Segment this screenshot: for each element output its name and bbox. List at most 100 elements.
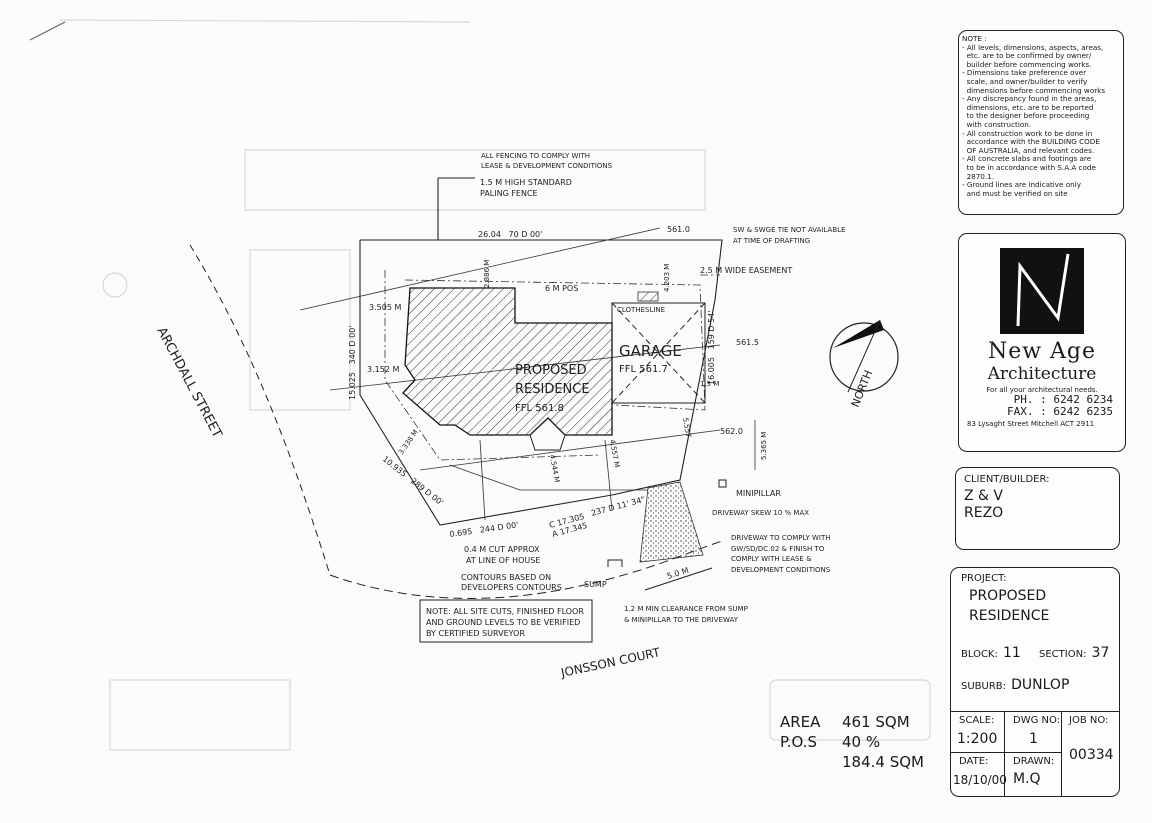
dim-line-5m xyxy=(644,567,713,591)
drawn-value: M.Q xyxy=(1013,771,1041,787)
setback-lines xyxy=(384,270,720,461)
area-label: AREA xyxy=(780,713,821,731)
site-note-box xyxy=(419,599,593,643)
client-name: REZO xyxy=(964,505,1004,521)
clothesline-icon xyxy=(637,291,659,302)
suburb-label: SUBURB: xyxy=(961,681,1007,692)
driveway-note: COMPLY WITH LEASE & xyxy=(731,555,812,563)
driveway-note: DRIVEWAY TO COMPLY WITH xyxy=(731,534,830,542)
dim-5557: 5.557 xyxy=(681,417,692,438)
residence-label: PROPOSED xyxy=(515,363,587,378)
minipillar-label: MINIPILLAR xyxy=(736,489,781,498)
firm-phone: PH. : 6242 6234 xyxy=(1013,393,1113,406)
fence-label: PALING FENCE xyxy=(480,189,538,198)
block-label: BLOCK: xyxy=(961,649,998,660)
date-label: DATE: xyxy=(959,756,989,767)
sump-label: SUMP xyxy=(584,580,607,589)
project-name: RESIDENCE xyxy=(969,608,1050,624)
driveway-note: DEVELOPMENT CONDITIONS xyxy=(731,566,831,574)
contours-note: CONTOURS BASED ON xyxy=(461,573,551,582)
site-boundary xyxy=(359,177,723,526)
client-name: Z & V xyxy=(964,488,1003,504)
dim-3152: 3.152 M xyxy=(367,365,399,374)
driveway-note: GW/SD/DC.02 & FINISH TO xyxy=(731,545,825,553)
dwg-label: DWG NO: xyxy=(1013,715,1061,726)
site-note: AND GROUND LEVELS TO BE VERIFIED xyxy=(426,618,580,627)
date-value: 18/10/00 xyxy=(953,773,1007,787)
n-logo-icon xyxy=(1000,248,1084,334)
sw-bearing: 10.935 289 D 00' xyxy=(381,454,445,507)
note-item: - All levels, dimensions, aspects, areas… xyxy=(962,42,1104,69)
notes-box: NOTE : - All levels, dimensions, aspects… xyxy=(958,30,1124,215)
dim-3338: 3.338 M xyxy=(397,428,420,456)
note-item: - Any discrepancy found in the areas, di… xyxy=(962,94,1097,129)
project-label: PROJECT: xyxy=(961,573,1007,584)
bottom-bearing: 237 D 11' 34" xyxy=(590,495,646,518)
project-name: PROPOSED xyxy=(969,588,1047,604)
dim-1-5: 1.5 M xyxy=(700,380,719,388)
jonsson-court-line xyxy=(329,539,726,599)
job-label: JOB NO: xyxy=(1069,715,1109,726)
section-value: 37 xyxy=(1091,645,1110,661)
note-item: - Ground lines are indicative only and m… xyxy=(962,180,1081,198)
dim-2886: 2.886 M xyxy=(483,260,491,288)
client-box: CLIENT/BUILDER: Z & V REZO xyxy=(955,467,1120,550)
clearance-note: & MINIPILLAR TO THE DRIVEWAY xyxy=(624,616,739,624)
bottom-left-bearing: 0.695 244 D 00' xyxy=(449,520,519,539)
site-note: NOTE: ALL SITE CUTS, FINISHED FLOOR xyxy=(426,607,584,616)
firm-name: Architecture xyxy=(987,364,1097,384)
residence-label: RESIDENCE xyxy=(515,382,590,397)
dim-5365: 5.365 M xyxy=(760,432,768,460)
fencing-note: ALL FENCING TO COMPLY WITH xyxy=(481,152,590,160)
proposed-residence-footprint xyxy=(402,287,613,436)
client-label: CLIENT/BUILDER: xyxy=(964,474,1050,485)
dim-5-0: 5.0 M xyxy=(666,566,690,581)
block-value: 11 xyxy=(1002,645,1021,661)
sw-note: SW & SWGE TIE NOT AVAILABLE xyxy=(733,226,845,234)
pos-sqm: 184.4 SQM xyxy=(842,753,924,771)
dim-4203: 4.203 M xyxy=(663,264,671,292)
fencing-note: LEASE & DEVELOPMENT CONDITIONS xyxy=(481,162,613,170)
faded-background-drawing xyxy=(29,19,931,751)
dwg-value: 1 xyxy=(1029,731,1038,747)
firm-logo-box: New Age Architecture For all your archit… xyxy=(958,233,1126,452)
firm-name: New Age xyxy=(987,339,1097,364)
pos-label: 6 M POS xyxy=(545,284,578,293)
driveway xyxy=(639,481,704,563)
firm-fax: FAX. : 6242 6235 xyxy=(1007,405,1113,418)
archdall-street-line xyxy=(189,244,331,576)
drawn-label: DRAWN: xyxy=(1013,756,1055,767)
note-item: - All concrete slabs and footings are to… xyxy=(962,154,1096,181)
firm-address: 83 Lysaght Street Mitchell ACT 2911 xyxy=(967,420,1095,428)
sump-icon xyxy=(607,559,623,567)
note-item: - Dimensions take preference over scale,… xyxy=(962,68,1106,95)
fence-label: 1.5 M HIGH STANDARD xyxy=(480,178,572,187)
residence-ffl: FFL 561.8 xyxy=(515,403,564,414)
area-summary: AREA 461 SQM P.O.S 40 % 184.4 SQM xyxy=(780,712,924,772)
suburb-value: DUNLOP xyxy=(1011,677,1070,693)
pos-label: P.O.S xyxy=(780,733,817,751)
scale-label: SCALE: xyxy=(959,715,995,726)
contours-note: DEVELOPERS CONTOURS xyxy=(461,583,562,592)
dim-4544: 4.544 M xyxy=(548,454,561,483)
level-561-0: 561.0 xyxy=(667,225,690,234)
street-label-archdall: ARCHDALL STREET xyxy=(153,325,224,441)
project-title-block: PROJECT: PROPOSED RESIDENCE BLOCK: 11 SE… xyxy=(950,567,1120,797)
note-item: - All construction work to be done in ac… xyxy=(962,128,1100,155)
cut-note: 0.4 M CUT APPROX xyxy=(464,545,540,554)
clothesline-label: CLOTHESLINE xyxy=(617,306,665,314)
pos-value: 40 % xyxy=(842,733,881,751)
cut-note: AT LINE OF HOUSE xyxy=(466,556,540,565)
level-562-0: 562.0 xyxy=(720,427,743,436)
sw-note: AT TIME OF DRAFTING xyxy=(733,237,810,245)
street-label-jonsson: JONSSON COURT xyxy=(559,645,662,680)
top-bearing: 26.04 70 D 00' xyxy=(478,230,542,239)
minipillar-icon xyxy=(718,479,727,488)
area-value: 461 SQM xyxy=(842,713,910,731)
garage-label: GARAGE xyxy=(619,342,682,360)
level-561-5: 561.5 xyxy=(736,338,759,347)
clearance-note: 1.2 M MIN CLEARANCE FROM SUMP xyxy=(624,605,748,613)
left-bearing: 15.025 340 D 00' xyxy=(348,325,357,400)
easement-label: 2.5 M WIDE EASEMENT xyxy=(700,266,792,275)
driveway-skew: DRIVEWAY SKEW 10 % MAX xyxy=(712,509,809,517)
